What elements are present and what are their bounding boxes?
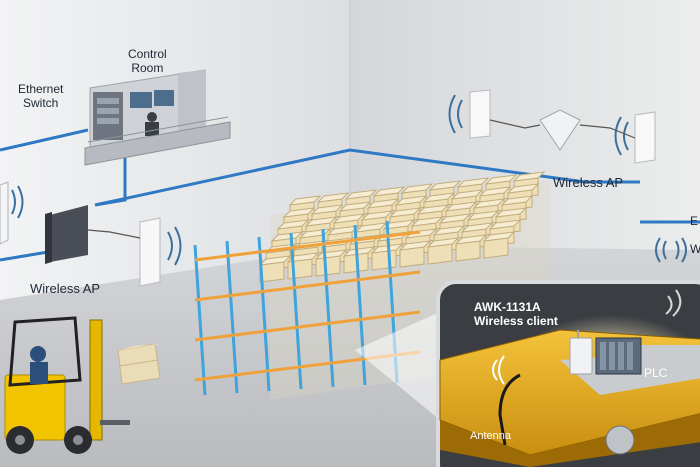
box xyxy=(416,204,450,215)
box xyxy=(438,213,472,224)
box xyxy=(366,198,400,209)
wireless-ap-right-unit xyxy=(448,89,656,164)
box xyxy=(472,198,506,209)
legend-wireless-text: W xyxy=(690,242,700,256)
box xyxy=(342,246,376,257)
rack-beam xyxy=(194,230,421,262)
floor-pallet xyxy=(117,343,161,385)
box xyxy=(428,180,462,191)
box xyxy=(426,237,460,248)
box xyxy=(288,195,322,206)
rack-upright xyxy=(289,232,303,390)
wireless-ap-left-label: Wireless AP xyxy=(30,281,101,296)
box xyxy=(432,225,466,236)
box xyxy=(506,183,540,194)
box xyxy=(512,171,546,182)
box xyxy=(326,225,360,236)
legend-ethernet-text: E xyxy=(690,214,699,228)
legend xyxy=(648,220,687,263)
box xyxy=(422,192,456,203)
awk-1131a-device xyxy=(569,337,593,375)
rack-upright xyxy=(257,236,271,392)
box xyxy=(478,186,512,197)
box xyxy=(466,210,500,221)
box xyxy=(460,222,494,233)
box xyxy=(316,192,350,203)
box xyxy=(276,219,310,230)
box xyxy=(310,204,344,215)
box xyxy=(494,207,528,218)
rack-upright xyxy=(321,228,335,388)
box xyxy=(360,210,394,221)
box xyxy=(444,201,478,212)
wireless-ap-left-unit xyxy=(0,181,182,287)
control-room xyxy=(84,69,231,166)
box xyxy=(456,177,490,188)
client-inset xyxy=(436,280,700,467)
box xyxy=(394,195,428,206)
box xyxy=(338,201,372,212)
box xyxy=(454,234,488,245)
forklift xyxy=(4,316,130,454)
box xyxy=(372,186,406,197)
box xyxy=(410,216,444,227)
callout-pointer xyxy=(355,312,440,420)
plc-label: PLC xyxy=(644,366,668,380)
box xyxy=(388,207,422,218)
box xyxy=(400,183,434,194)
box xyxy=(332,213,366,224)
antenna-label: Antenna xyxy=(470,430,511,442)
wireless-ap-right-label: Wireless AP xyxy=(553,175,624,190)
box xyxy=(484,174,518,185)
box xyxy=(488,219,522,230)
box xyxy=(398,240,432,251)
box xyxy=(344,189,378,200)
legend-wireless-icon xyxy=(655,237,687,263)
rack-upright xyxy=(193,244,207,396)
box xyxy=(270,231,304,242)
rack-beam xyxy=(194,310,421,342)
box xyxy=(500,195,534,206)
box xyxy=(258,255,292,266)
box xyxy=(282,207,316,218)
box xyxy=(304,216,338,227)
rack-upright xyxy=(225,240,239,394)
box xyxy=(450,189,484,200)
box xyxy=(482,231,516,242)
plc-device xyxy=(595,337,642,375)
rack-beam xyxy=(194,270,421,302)
